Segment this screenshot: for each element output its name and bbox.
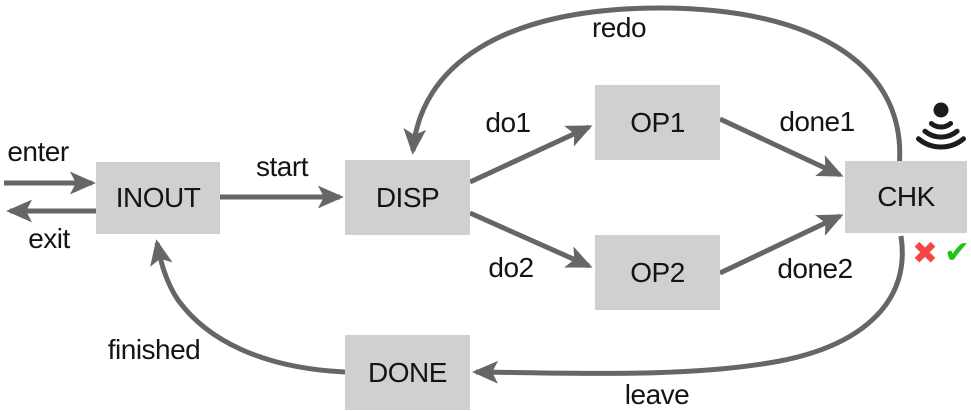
edge-done1-arrow (718, 116, 844, 178)
edge-label-leave: leave (624, 379, 690, 410)
accept-check-icon: ✔ (944, 234, 970, 270)
edge-label-exit: exit (28, 223, 70, 254)
state-node-done: DONE (345, 335, 470, 410)
edge-redo-arrow (403, 5, 903, 169)
reject-cross-icon: ✖ (912, 235, 938, 271)
state-node-label: CHK (877, 181, 935, 212)
edge-label-finished: finished (107, 334, 201, 365)
edge-done2-arrow (718, 213, 844, 276)
broadcast-wave-2 (922, 128, 960, 140)
state-node-op2: OP2 (595, 235, 720, 310)
edge-label-done2: done2 (777, 253, 853, 284)
state-node-label: DISP (375, 181, 440, 213)
signal-broadcast-icon (914, 96, 968, 163)
state-node-label: INOUT (115, 182, 201, 213)
state-node-label: OP2 (630, 256, 685, 288)
edge-label-do1: do1 (485, 107, 531, 138)
state-node-op1: OP1 (595, 85, 720, 160)
edge-do2-arrow (468, 210, 593, 269)
state-node-disp: DISP (345, 160, 470, 235)
edge-label-start: start (256, 151, 308, 182)
state-node-label: OP1 (630, 106, 685, 138)
broadcast-wave-3 (916, 136, 966, 150)
edge-leave-arrow (472, 235, 905, 384)
edge-do1-arrow (468, 124, 593, 185)
edge-finished-arrow (150, 239, 346, 375)
edge-label-enter: enter (7, 136, 69, 167)
edge-label-redo: redo (591, 12, 647, 43)
state-node-inout: INOUT (96, 162, 220, 234)
edge-label-done1: done1 (779, 106, 855, 137)
broadcast-dot (933, 102, 949, 118)
edge-label-do2: do2 (488, 252, 534, 283)
state-node-label: DONE (368, 356, 447, 388)
broadcast-wave-1 (928, 121, 954, 130)
state-node-chk: CHK (845, 161, 967, 233)
